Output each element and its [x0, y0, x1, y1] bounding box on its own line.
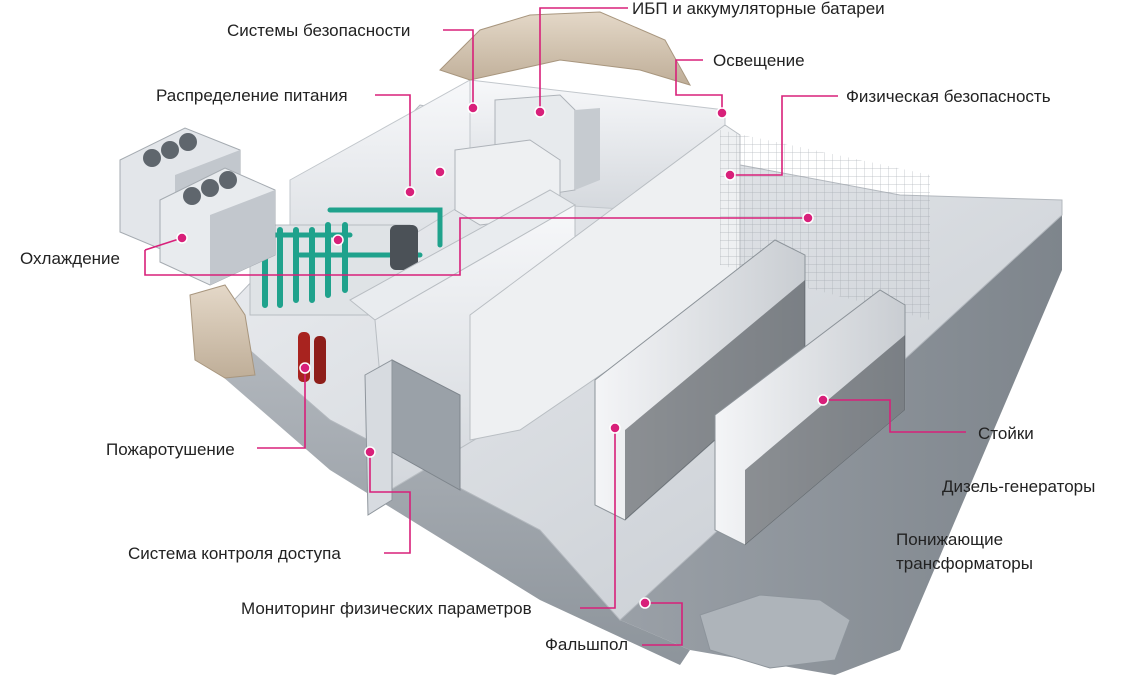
leader-lines	[144, 7, 966, 646]
label-access-control: Система контроля доступа	[128, 544, 341, 563]
dot-monitoring	[609, 422, 621, 434]
leader-cooling	[144, 217, 808, 276]
label-racks: Стойки	[978, 424, 1034, 443]
rock-bottom	[699, 594, 851, 669]
dot-power-distribution-2	[434, 166, 446, 178]
label-cooling: Охлаждение	[20, 249, 120, 268]
label-power-distribution: Распределение питания	[156, 86, 348, 105]
rock-top	[439, 11, 692, 86]
dot-access-control	[364, 446, 376, 458]
leader-lighting	[675, 59, 723, 113]
chiller-units	[119, 127, 276, 286]
label-transformers-line1: Понижающие	[896, 530, 1003, 549]
label-security-systems: Системы безопасности	[227, 21, 410, 40]
building-front-side	[215, 320, 690, 665]
dot-ups	[534, 106, 546, 118]
dot-raised-floor	[639, 597, 651, 609]
callout-labels: Системы безопасности ИБП и аккумуляторны…	[20, 0, 1095, 654]
entry-door	[364, 359, 393, 516]
label-monitoring: Мониторинг физических параметров	[241, 599, 532, 618]
leader-dots	[176, 102, 829, 609]
dot-lighting	[716, 107, 728, 119]
leader-power-distribution	[375, 94, 411, 192]
dot-cooling-2	[332, 234, 344, 246]
leader-physical-security	[730, 95, 838, 176]
label-transformers-line2: трансформаторы	[896, 554, 1033, 573]
label-ups: ИБП и аккумуляторные батареи	[632, 0, 885, 18]
dot-fire-suppression	[299, 362, 311, 374]
leader-raised-floor	[642, 602, 683, 646]
leader-monitoring	[580, 428, 616, 609]
label-diesel-generators: Дизель-генераторы	[942, 477, 1095, 496]
leader-security-systems	[443, 29, 474, 108]
server-racks	[594, 239, 906, 546]
label-fire-suppression: Пожаротушение	[106, 440, 235, 459]
dot-security-systems	[467, 102, 479, 114]
label-raised-floor: Фальшпол	[545, 635, 628, 654]
leader-fire-suppression	[257, 368, 306, 449]
rock-left	[189, 284, 256, 379]
dot-power-distribution-1	[404, 186, 416, 198]
dot-cooling-1	[176, 232, 188, 244]
dot-physical-security	[724, 169, 736, 181]
leader-access-control	[369, 452, 411, 554]
leader-ups	[539, 7, 628, 112]
dot-cooling-3	[802, 212, 814, 224]
dot-racks	[817, 394, 829, 406]
label-lighting: Освещение	[713, 51, 805, 70]
label-physical-security: Физическая безопасность	[846, 87, 1051, 106]
leader-racks	[823, 399, 966, 433]
ups-cabinets	[454, 94, 600, 226]
building-illustration	[119, 11, 1063, 675]
